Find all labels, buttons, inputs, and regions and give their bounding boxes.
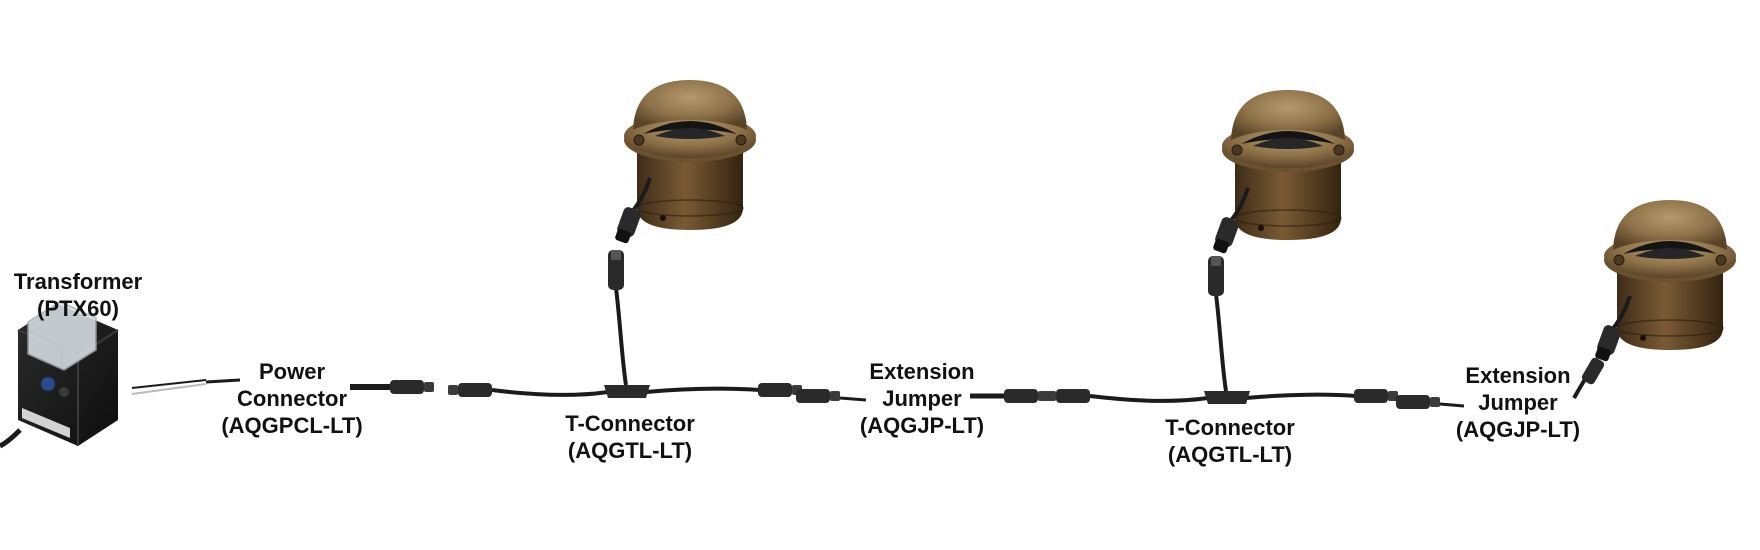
power-connector-icon: [350, 380, 434, 394]
component-name: T-Connector: [565, 411, 695, 436]
component-part-number: (AQGTL-LT): [1167, 442, 1293, 467]
component-name: Power: [258, 359, 326, 384]
t-connector-icon: [1046, 256, 1398, 404]
component-name: Extension: [1465, 363, 1571, 388]
transformer-label: Transformer (PTX60): [8, 268, 148, 322]
component-part-number: (PTX60): [37, 296, 119, 321]
well-light-icon: [1210, 89, 1355, 257]
extension-jumper-icon: [1396, 357, 1605, 409]
extension-jumper-label: Extension Jumper (AQGJP-LT): [842, 358, 1002, 439]
component-name: Extension: [869, 359, 975, 384]
extension-jumper-icon: [796, 389, 1048, 403]
cable-icon: [131, 378, 241, 395]
component-name: Jumper: [882, 386, 962, 411]
component-name: Connector: [237, 386, 347, 411]
component-part-number: (AQGJP-LT): [859, 413, 985, 438]
component-name: T-Connector: [1165, 415, 1295, 440]
t-connector-label: T-Connector (AQGTL-LT): [1150, 414, 1310, 468]
t-connector-icon: [448, 250, 802, 398]
t-connector-label: T-Connector (AQGTL-LT): [550, 410, 710, 464]
transformer-icon: [0, 301, 119, 449]
component-name: Transformer: [13, 269, 143, 294]
component-name: Jumper: [1478, 390, 1558, 415]
component-part-number: (AQGTL-LT): [567, 438, 693, 463]
well-light-icon: [1592, 199, 1737, 365]
component-part-number: (AQGJP-LT): [1455, 417, 1581, 442]
extension-jumper-label: Extension Jumper (AQGJP-LT): [1438, 362, 1598, 443]
power-connector-label: Power Connector (AQGPCL-LT): [212, 358, 372, 439]
well-light-icon: [612, 79, 757, 247]
component-part-number: (AQGPCL-LT): [221, 413, 363, 438]
